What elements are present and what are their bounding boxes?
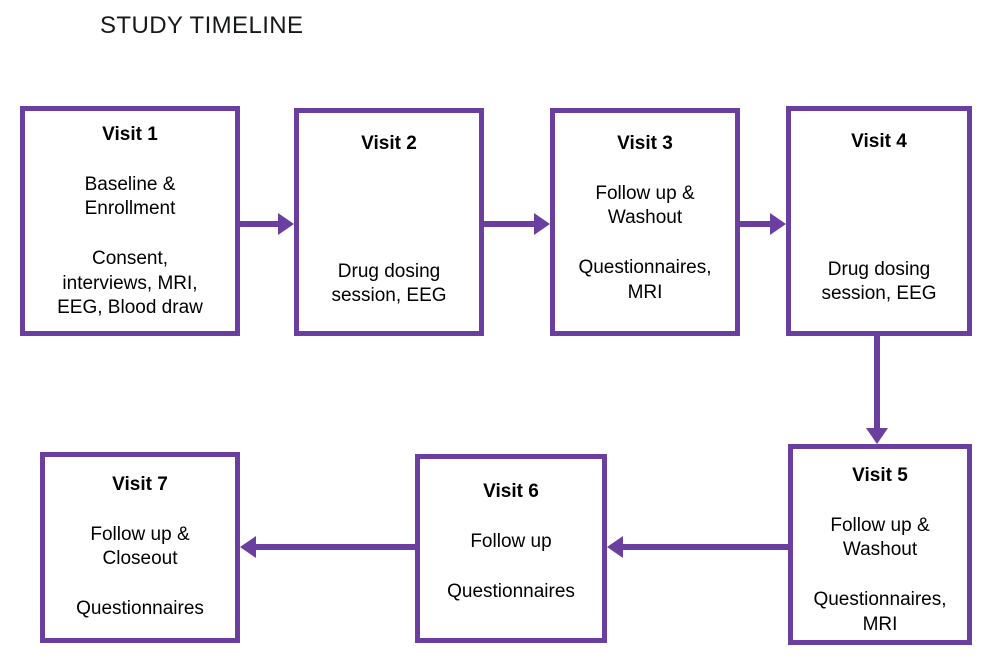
visit-procedures-line: MRI bbox=[627, 281, 663, 303]
visit-procedures-line: session, EEG bbox=[821, 283, 937, 305]
arrow-right-icon-visit2-visit3 bbox=[534, 213, 550, 235]
visit-phase-line: Enrollment bbox=[84, 198, 176, 220]
connector-line-visit6-visit7 bbox=[256, 544, 415, 550]
connector-line-visit2-visit3 bbox=[484, 221, 534, 227]
page-title: STUDY TIMELINE bbox=[100, 12, 304, 39]
visit-phase-line: Follow up bbox=[470, 530, 552, 552]
visit-procedures-line: Questionnaires, bbox=[578, 257, 712, 279]
visit-box-visit-1[interactable]: Visit 1 Baseline & Enrollment Consent, i… bbox=[20, 106, 240, 336]
visit-procedures-line: Questionnaires bbox=[447, 581, 575, 603]
arrow-down-icon-visit4-visit5 bbox=[866, 428, 888, 444]
visit-phase-line: Closeout bbox=[102, 548, 178, 570]
visit-title: Visit 2 bbox=[361, 133, 417, 154]
visit-title: Visit 5 bbox=[852, 465, 908, 486]
visit-phase-line: Follow up & bbox=[595, 182, 695, 204]
visit-title: Visit 7 bbox=[112, 474, 168, 495]
visit-phase-line: Baseline & bbox=[84, 173, 176, 195]
visit-phase-line: Follow up & bbox=[830, 514, 930, 536]
connector-line-visit1-visit2 bbox=[240, 221, 282, 227]
connector-line-visit4-visit5 bbox=[874, 336, 880, 428]
visit-box-visit-3[interactable]: Visit 3 Follow up & Washout Questionnair… bbox=[550, 108, 740, 336]
visit-box-visit-6[interactable]: Visit 6 Follow up Questionnaires bbox=[415, 454, 607, 643]
visit-phase-line: Washout bbox=[842, 539, 918, 561]
visit-procedures-line: session, EEG bbox=[331, 285, 447, 307]
connector-line-visit3-visit4 bbox=[740, 221, 770, 227]
arrow-right-icon-visit3-visit4 bbox=[770, 213, 786, 235]
visit-phase-line: Follow up & bbox=[90, 523, 190, 545]
visit-procedures-line: Questionnaires bbox=[76, 598, 204, 620]
visit-title: Visit 1 bbox=[102, 124, 158, 145]
visit-procedures-line: Consent, bbox=[91, 248, 169, 270]
visit-box-visit-4[interactable]: Visit 4 Drug dosing session, EEG bbox=[786, 106, 972, 336]
visit-procedures-line: MRI bbox=[862, 613, 898, 635]
visit-procedures-line: Drug dosing bbox=[337, 260, 441, 282]
visit-title: Visit 4 bbox=[851, 131, 907, 152]
visit-box-visit-7[interactable]: Visit 7 Follow up & Closeout Questionnai… bbox=[40, 452, 240, 643]
visit-procedures-line: Drug dosing bbox=[827, 258, 931, 280]
visit-procedures-line: interviews, MRI, bbox=[62, 272, 198, 294]
visit-title: Visit 6 bbox=[483, 481, 539, 502]
visit-title: Visit 3 bbox=[617, 133, 673, 154]
arrow-right-icon-visit1-visit2 bbox=[278, 213, 294, 235]
visit-box-visit-5[interactable]: Visit 5 Follow up & Washout Questionnair… bbox=[788, 444, 972, 645]
visit-box-visit-2[interactable]: Visit 2 Drug dosing session, EEG bbox=[294, 108, 484, 336]
visit-procedures-line: EEG, Blood draw bbox=[57, 297, 203, 319]
arrow-left-icon-visit5-visit6 bbox=[607, 536, 623, 558]
arrow-left-icon-visit6-visit7 bbox=[240, 536, 256, 558]
visit-procedures-line: Questionnaires, bbox=[813, 589, 947, 611]
visit-phase-line: Washout bbox=[607, 207, 683, 229]
connector-line-visit5-visit6 bbox=[623, 544, 788, 550]
